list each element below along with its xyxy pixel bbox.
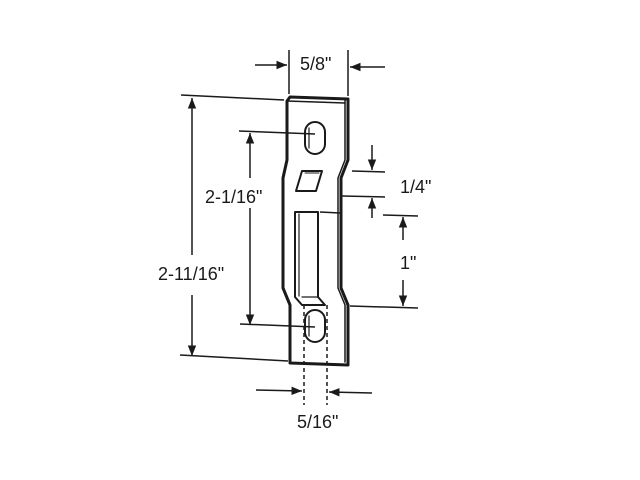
large-opening (294, 211, 326, 306)
dimension-label-small-opening-gap: 1/4" (400, 177, 432, 197)
slot-arrow-left (255, 386, 303, 395)
dimension-label-width: 5/8" (300, 54, 332, 74)
strike-plate (281, 95, 350, 367)
small-opening (295, 170, 323, 192)
dimension-label-overall-length: 2-11/16" (158, 264, 225, 284)
dimension-label-slot-width: 5/16" (297, 412, 339, 432)
dimension-lines (179, 50, 419, 405)
slot-arrow-right (328, 388, 373, 397)
top-mounting-hole (304, 121, 326, 155)
dimension-label-hole-spacing: 2-1/16" (205, 187, 263, 207)
plate-top-edge (289, 96, 346, 363)
plate-outline (281, 95, 350, 367)
dimension-label-large-opening-length: 1" (400, 253, 417, 273)
